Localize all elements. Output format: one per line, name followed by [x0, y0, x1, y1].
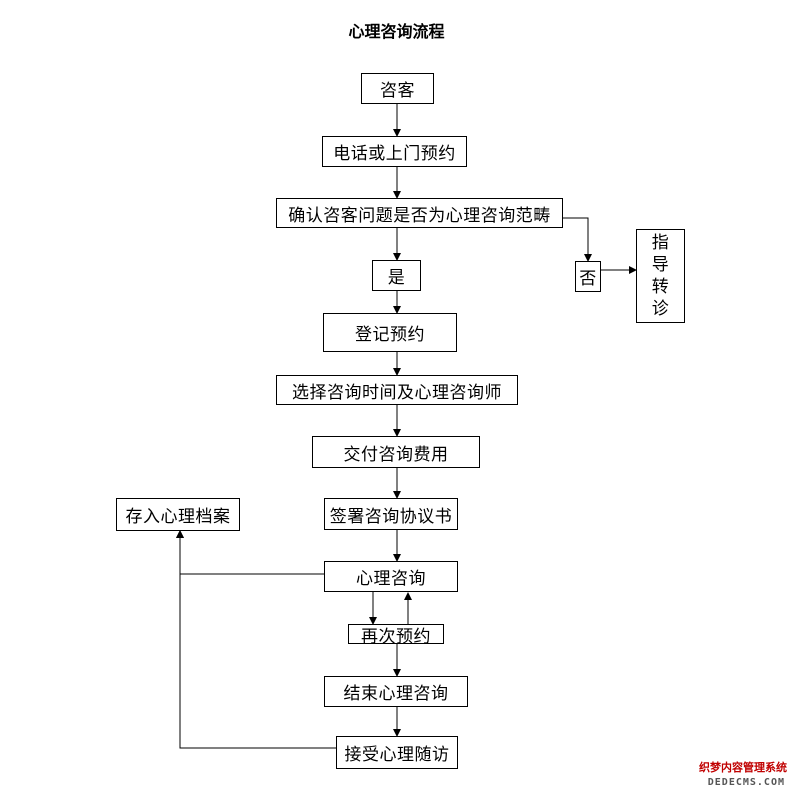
node-referral: 指 导 转 诊: [636, 229, 685, 323]
node-followup: 接受心理随访: [336, 736, 458, 769]
node-referral-char-2: 导: [651, 255, 670, 275]
node-appointment-method: 电话或上门预约: [322, 136, 467, 167]
watermark-url: DEDECMS.COM: [707, 777, 785, 788]
node-referral-char-4: 诊: [651, 299, 670, 319]
node-register: 登记预约: [323, 313, 457, 352]
node-pay: 交付咨询费用: [312, 436, 480, 468]
node-end: 结束心理咨询: [324, 676, 468, 707]
arrow-confirm-to-no: [563, 217, 592, 262]
node-no: 否: [575, 261, 601, 292]
node-referral-char-1: 指: [651, 233, 670, 253]
node-archive: 存入心理档案: [116, 498, 240, 531]
node-confirm-scope: 确认咨客问题是否为心理咨询范畴: [276, 198, 563, 228]
node-counseling: 心理咨询: [324, 561, 458, 592]
node-yes: 是: [372, 260, 421, 291]
arrow-counseling-to-archive: [176, 530, 324, 575]
page-title: 心理咨询流程: [348, 22, 445, 41]
node-reschedule: 再次预约: [348, 624, 444, 647]
node-sign: 签署咨询协议书: [324, 498, 458, 530]
node-referral-char-3: 转: [651, 277, 670, 297]
arrow-followup-to-archive: [176, 530, 336, 749]
watermark-text: 织梦内容管理系统: [699, 761, 787, 774]
node-visitor: 咨客: [361, 73, 434, 104]
node-choose-time: 选择咨询时间及心理咨询师: [276, 375, 518, 405]
